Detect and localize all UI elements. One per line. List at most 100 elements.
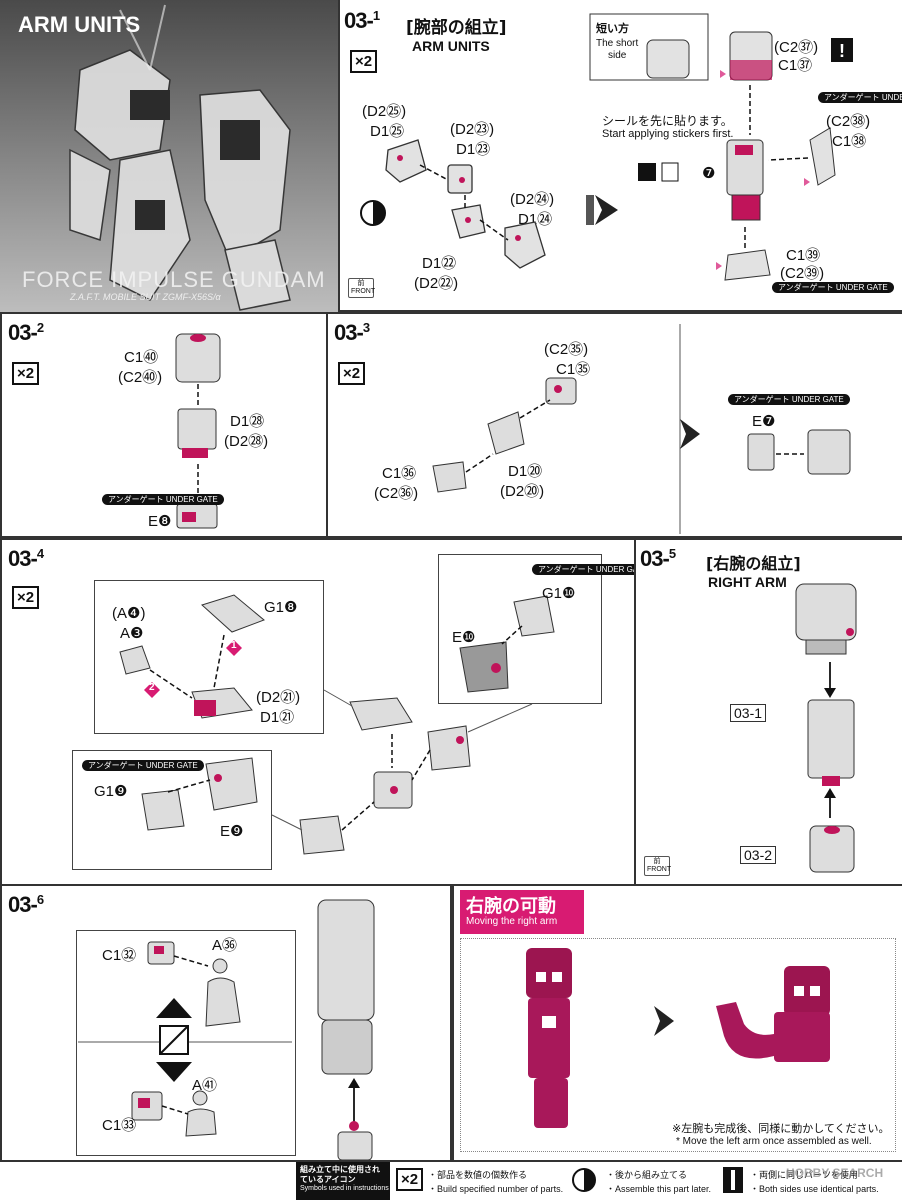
step-03-3-panel: 03-3 ×2 (C2㉟) C1㉟ C1㊱ (C2㊱) D1⑳ (D2⑳) アン… — [326, 312, 902, 538]
label-e10: E❿ — [452, 629, 476, 646]
step-title-en: RIGHT ARM — [708, 574, 787, 590]
ref-03-1: 03-1 — [730, 704, 767, 722]
quantity-badge: ×2 — [338, 362, 366, 385]
watermark: HOBBY SEARCH — [786, 1166, 884, 1180]
step-major: 03 — [344, 8, 368, 33]
label-c1-37: C1㊲ — [778, 57, 813, 74]
quantity-badge: ×2 — [350, 50, 378, 73]
step-03-4-diagram — [119, 594, 555, 855]
svg-text:!: ! — [839, 41, 845, 61]
label-a36: A㊱ — [212, 937, 238, 954]
step-number: 03-6 — [8, 892, 44, 917]
step-title-jp: [右腕の組立] — [706, 554, 801, 573]
caution-icon — [831, 38, 853, 62]
movement-title-block — [460, 890, 584, 934]
step-03-3-diagram — [432, 324, 851, 534]
step-number: 03-1 — [344, 8, 380, 33]
assemble-later-icon — [572, 1168, 596, 1192]
step-03-2-diagram — [175, 333, 221, 529]
label-c2-40: (C2㊵) — [118, 369, 163, 386]
label-d2-24: (D2㉔) — [510, 191, 555, 208]
short-side-en1: The short — [596, 38, 639, 49]
step-major: 03 — [334, 320, 358, 345]
label-d2-25: (D2㉕) — [362, 103, 407, 120]
movement-title-jp: 右腕の可動 — [466, 896, 556, 917]
label-g1-10: G1❿ — [542, 585, 576, 602]
both-sides-icon — [723, 1167, 743, 1193]
label-a41: A㊶ — [192, 1077, 218, 1094]
label-d2-28: (D2㉘) — [224, 433, 269, 450]
step-title-jp: [腕部の組立] — [406, 18, 507, 38]
under-gate-badge: アンダーゲート UNDER GATE — [728, 394, 850, 405]
next-arrow-icon — [654, 1006, 674, 1036]
label-a4: (A❹) — [112, 605, 146, 622]
label-c1-32: C1㉜ — [102, 947, 137, 964]
order-badge-1: 1 — [231, 640, 237, 651]
label-e8: E❽ — [148, 513, 172, 530]
under-gate-badge: アンダーゲート UNDER GATE — [818, 92, 902, 103]
legend-quantity-jp: ・部品を数値の個数作る — [428, 1170, 528, 1180]
label-d1-25: D1㉕ — [370, 123, 405, 140]
legend-title-en: Symbols used in instructions — [300, 1185, 389, 1192]
label-d2-23: (D2㉓) — [450, 121, 495, 138]
sticker-number: ❼ — [702, 165, 716, 182]
next-arrow-icon — [680, 419, 700, 449]
label-c2-35: (C2㉟) — [544, 341, 589, 358]
intro-panel: ARM UNITS FORCE IMPULSE GUNDAM Z.A.F.T. … — [0, 0, 338, 312]
step-number: 03-2 — [8, 320, 44, 345]
label-d2-20: (D2⑳) — [500, 483, 545, 500]
step-03-5-diagram — [795, 583, 857, 873]
label-c2-36: (C2㊱) — [374, 485, 419, 502]
next-arrow-icon — [595, 195, 618, 225]
short-side-jp: 短い方 — [596, 22, 629, 35]
label-d1-21: D1㉑ — [260, 709, 295, 726]
step-03-5-panel: 03-5 [右腕の組立] RIGHT ARM 03-1 03-2 前 FRONT — [634, 538, 902, 886]
legend-quantity-en: ・Build specified number of parts. — [428, 1184, 564, 1194]
label-c1-40: C1㊵ — [124, 349, 159, 366]
intro-subtitle: Z.A.F.T. MOBILE SUIT ZGMF-X56S/α — [70, 292, 221, 302]
label-d2-21: (D2㉑) — [256, 689, 301, 706]
legend-later-jp: ・後から組み立てる — [606, 1170, 688, 1180]
movement-panel: 右腕の可動 Moving the right arm ※左腕も完成後、同様に動か… — [452, 884, 902, 1162]
movement-title-en: Moving the right arm — [466, 916, 558, 927]
label-d1-23: D1㉓ — [456, 141, 491, 158]
step-03-6-panel: 03-6 C1㉜ A㊱ A㊶ C1㉝ — [0, 884, 452, 1162]
label-g1-8: G1❽ — [264, 599, 298, 616]
label-e9: E❾ — [220, 823, 244, 840]
under-gate-badge-2: アンダーゲート UNDER GATE — [772, 282, 894, 293]
label-a3: A❸ — [120, 625, 144, 642]
sticker-note-en: Start applying stickers first. — [602, 128, 734, 140]
legend-item-both-sides: ・両側に同じパーツを使用 ・Both sides use identical p… — [722, 1164, 900, 1198]
label-g1-9: G1❾ — [94, 783, 128, 800]
legend-item-quantity: ×2 ・部品を数値の個数作る ・Build specified number o… — [394, 1164, 563, 1198]
front-icon: 前 FRONT — [644, 856, 671, 876]
step-title-en: ARM UNITS — [412, 38, 490, 54]
label-d2-22: (D2㉒) — [414, 275, 459, 292]
short-side-en2: side — [608, 50, 627, 61]
legend-both-jp: ・両側に同じパーツを使用 — [750, 1170, 858, 1180]
step-03-4-panel: 03-4 ×2 (A❹) A❸ G1❽ (D2㉑) D1㉑ 1 2 アンダーゲー… — [0, 538, 636, 886]
step-03-2-panel: 03-2 ×2 C1㊵ (C2㊵) D1㉘ (D2㉘) アンダーゲート UNDE… — [0, 312, 330, 538]
movement-note-jp: ※左腕も完成後、同様に動かしてください。 — [672, 1122, 890, 1135]
movement-diagram — [526, 948, 830, 1128]
label-d1-28: D1㉘ — [230, 413, 265, 430]
gundam-illustration — [69, 4, 291, 311]
step-minor: 4 — [36, 546, 44, 561]
order-badge-2: 2 — [149, 682, 155, 693]
step-major: 03 — [640, 546, 664, 571]
step-minor: 1 — [372, 8, 380, 23]
legend-both-en: ・Both sides use identical parts. — [750, 1184, 879, 1194]
quantity-icon: ×2 — [396, 1168, 424, 1191]
step-03-6-diagram — [78, 899, 375, 1160]
step-number: 03-5 — [640, 546, 676, 571]
front-icon: 前 FRONT — [348, 278, 375, 298]
label-e7: E❼ — [752, 413, 776, 430]
legend-title-jp: 組み立て中に使用されているアイコン — [300, 1165, 380, 1184]
legend-later-en: ・Assemble this part later. — [606, 1184, 712, 1194]
sticker-icon — [638, 163, 656, 181]
step-minor: 2 — [36, 320, 44, 335]
step-major: 03 — [8, 320, 32, 345]
legend-item-later: ・後から組み立てる ・Assemble this part later. — [570, 1164, 720, 1198]
step-number: 03-3 — [334, 320, 370, 345]
step-number: 03-4 — [8, 546, 44, 571]
